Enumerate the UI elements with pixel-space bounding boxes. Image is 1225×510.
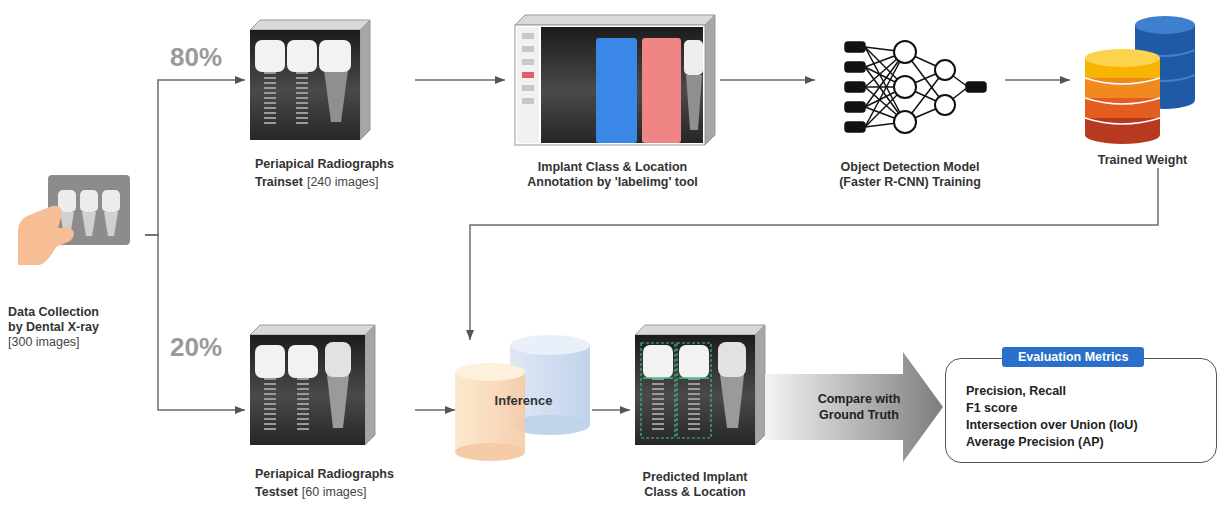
radiograph-image bbox=[250, 20, 370, 140]
node-text: [60 images] bbox=[302, 485, 367, 499]
text-group: Evaluation MetricsPrecision, RecallF1 sc… bbox=[946, 359, 1216, 462]
node-text: Intersection over Union (IoU) bbox=[966, 417, 1206, 434]
text-group: Predicted Implant Class & Location bbox=[631, 470, 759, 500]
text-group: Implant Class & Location Annotation by '… bbox=[513, 160, 713, 190]
node-text: Compare with Ground Truth bbox=[809, 391, 909, 423]
connector-arrow bbox=[415, 409, 455, 411]
node-text: Object Detection Model (Faster R-CNN) Tr… bbox=[825, 160, 995, 190]
text-group: Trained Weight bbox=[1073, 153, 1213, 168]
connector-arrow bbox=[145, 80, 245, 235]
image-node: Periapical Radiographs Trainset[240 imag… bbox=[245, 10, 415, 190]
text-group: Periapical Radiographs Testset[60 images… bbox=[255, 464, 413, 500]
data-source: Data Collection by Dental X-ray[300 imag… bbox=[5, 170, 145, 350]
node-text: [240 images] bbox=[307, 175, 379, 189]
arrow-outline bbox=[765, 352, 943, 462]
connector-arrow bbox=[720, 79, 815, 81]
split-percentage: 80% bbox=[170, 42, 222, 72]
node-text: Predicted Implant Class & Location bbox=[631, 470, 759, 500]
image-node: Predicted Implant Class & Location bbox=[630, 318, 760, 500]
xray-icon bbox=[18, 175, 130, 265]
node-text: Trained Weight bbox=[1073, 153, 1213, 168]
connector-arrow bbox=[415, 79, 505, 81]
arrow-shape bbox=[765, 352, 943, 462]
split-percentage: 20% bbox=[170, 332, 222, 362]
neural-network-icon bbox=[845, 41, 986, 133]
database-icon bbox=[1085, 16, 1195, 144]
node-text: Precision, Recall bbox=[966, 383, 1206, 400]
image-node: Implant Class & Location Annotation by '… bbox=[505, 8, 720, 190]
text-group: Inference bbox=[464, 393, 584, 409]
arrow-shape: Compare with Ground Truth bbox=[765, 352, 943, 462]
metrics-box: Evaluation MetricsPrecision, RecallF1 sc… bbox=[945, 358, 1217, 463]
image-node: Periapical Radiographs Testset[60 images… bbox=[245, 318, 415, 500]
connector-arrow bbox=[592, 409, 630, 411]
connector-arrow bbox=[1005, 79, 1070, 81]
heading-tab: Evaluation Metrics bbox=[1002, 347, 1144, 367]
database-node: Trained Weight bbox=[1070, 8, 1215, 168]
text-group: Object Detection Model (Faster R-CNN) Tr… bbox=[825, 160, 995, 190]
node-text: Average Precision (AP) bbox=[966, 434, 1206, 451]
radiograph-image bbox=[250, 325, 375, 445]
annotation-screenshot bbox=[515, 15, 715, 145]
text-group: Periapical Radiographs Trainset[240 imag… bbox=[255, 154, 413, 190]
connector-arrow bbox=[470, 168, 1158, 340]
node-text: [300 images] bbox=[8, 335, 116, 350]
node-text: Implant Class & Location Annotation by '… bbox=[513, 160, 713, 190]
database-node: Inference bbox=[455, 340, 592, 462]
node-text: Data Collection by Dental X-ray bbox=[8, 305, 116, 335]
text-group: Compare with Ground Truth bbox=[809, 391, 909, 423]
radiograph-image bbox=[635, 325, 765, 445]
node-text: Inference bbox=[464, 393, 584, 409]
model-node: Object Detection Model (Faster R-CNN) Tr… bbox=[815, 30, 1005, 190]
node-text: F1 score bbox=[966, 400, 1206, 417]
connector-arrow bbox=[145, 235, 245, 410]
database-icon bbox=[455, 335, 590, 461]
text-group: Data Collection by Dental X-ray[300 imag… bbox=[8, 305, 116, 350]
